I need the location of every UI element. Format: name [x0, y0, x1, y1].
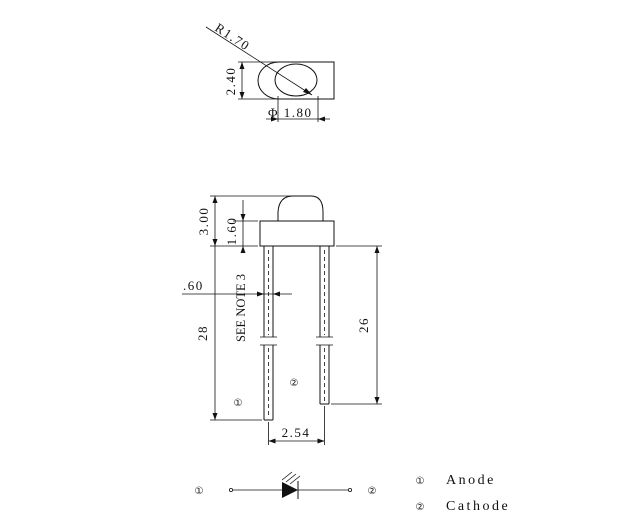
emission-arrow-1	[281, 471, 293, 481]
schematic-pin2-marker: ②	[368, 486, 377, 497]
schematic-anode-terminal	[228, 487, 233, 492]
lead-length-arrow-bottom	[212, 413, 218, 420]
dome-height-label: 1.60	[224, 217, 239, 246]
diameter-arrow-left	[271, 116, 278, 122]
side-view-dome	[277, 195, 324, 221]
top-view-lens-ellipse	[274, 63, 318, 97]
lead-width-arrow-right	[273, 291, 280, 297]
top-view: R1.70 2.40 Φ 1.80	[205, 20, 335, 122]
total-height-arrow-bottom	[212, 239, 218, 246]
legend-anode-label: Anode	[446, 473, 496, 488]
see-note-label: SEE NOTE 3	[234, 274, 248, 342]
lead-width-label: .60	[183, 278, 204, 293]
spacing-arrow-right	[317, 438, 325, 444]
spacing-label: 2.54	[282, 425, 311, 440]
height-arrow-top	[239, 62, 245, 69]
pin-legend: ① Anode ② Cathode	[416, 473, 510, 514]
height-label: 2.40	[223, 67, 238, 96]
schematic-cathode-terminal	[347, 487, 352, 492]
total-height-label: 3.00	[196, 207, 211, 236]
dome-height-arrow-top	[240, 214, 246, 221]
spacing-arrow-left	[268, 438, 276, 444]
height-arrow-bottom	[239, 92, 245, 99]
legend-cathode-label: Cathode	[446, 499, 510, 514]
diameter-arrow-right	[318, 116, 325, 122]
side-pin1-marker: ①	[234, 398, 243, 409]
legend-anode-marker: ①	[416, 476, 425, 487]
total-height-arrow-top	[212, 196, 218, 203]
side-pin2-marker: ②	[290, 378, 299, 389]
lead-width-arrow-left	[257, 291, 264, 297]
side-view-body	[259, 220, 335, 247]
long-lead-arrow-top	[374, 246, 380, 253]
diameter-label: Φ 1.80	[268, 105, 313, 120]
long-lead-arrow-bottom	[374, 397, 380, 404]
radius-leader-line	[205, 26, 313, 96]
radius-label: R1.70	[212, 20, 253, 54]
side-view: 3.00 1.60 .60 SEE NOTE 3 28 26 2.54	[182, 195, 382, 445]
diode-triangle-icon	[282, 482, 298, 498]
lead-length-label: 28	[195, 325, 210, 341]
legend-cathode-marker: ②	[416, 502, 425, 513]
radius-arrowhead	[303, 88, 312, 95]
long-lead-label: 26	[356, 317, 371, 333]
dome-height-arrow-bottom	[240, 246, 246, 253]
schematic-pin1-marker: ①	[195, 486, 204, 497]
emission-arrow-2	[285, 473, 297, 483]
diode-schematic: ① ②	[195, 471, 377, 499]
emission-arrow-3	[289, 475, 301, 485]
